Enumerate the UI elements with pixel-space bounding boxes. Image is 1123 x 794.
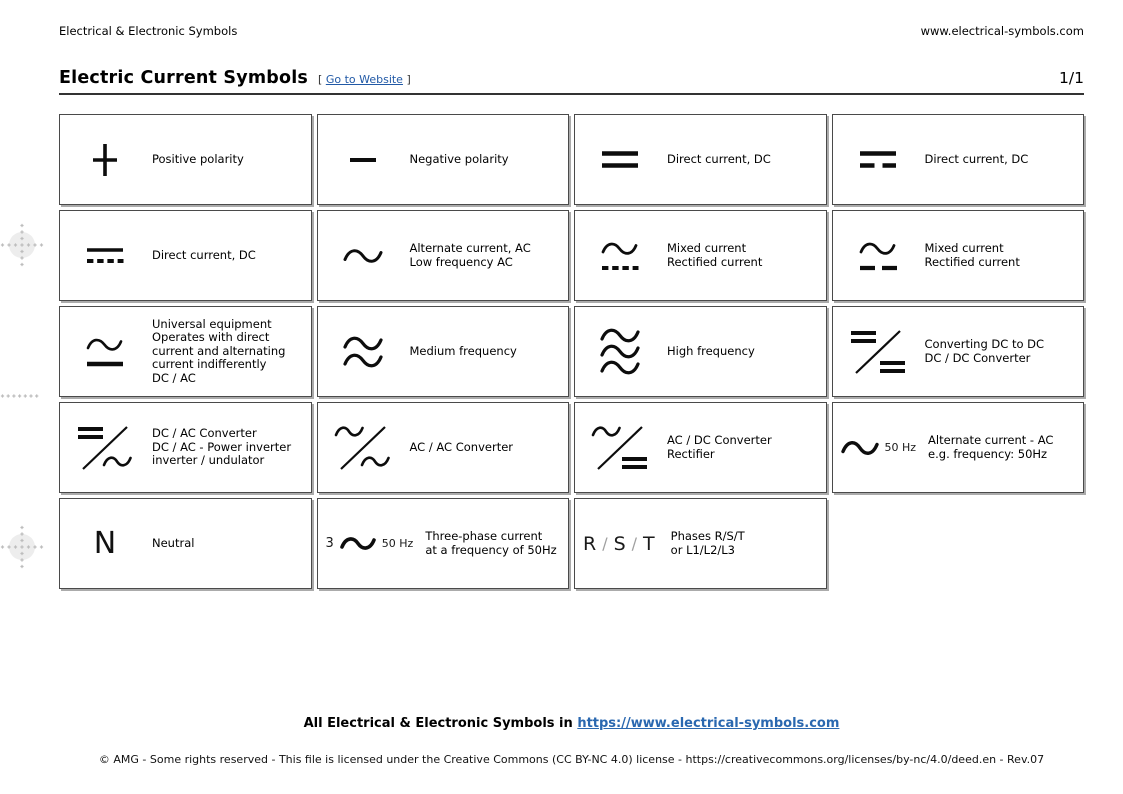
dc-two-lines-icon <box>589 150 651 169</box>
neutral-letter: N <box>93 526 117 561</box>
ac-ac-converter-icon <box>332 423 394 473</box>
sine-over-dash-icon <box>847 240 909 271</box>
symbol-cell: Alternate current, AC Low frequency AC <box>316 210 569 301</box>
header-doc-type: Electrical & Electronic Symbols <box>59 24 238 38</box>
symbol-cell: DC / AC Converter DC / AC - Power invert… <box>59 402 312 493</box>
frequency-text: 50 Hz <box>884 441 917 454</box>
symbol-label: Direct current, DC <box>924 151 1029 166</box>
copyright-line: © AMG - Some rights reserved - This file… <box>98 753 1045 766</box>
symbol-cell: Converting DC to DC DC / DC Converter <box>831 306 1084 397</box>
symbol-label: Neutral <box>152 535 195 550</box>
sine-50hz-icon: 50 Hz <box>840 439 917 457</box>
symbol-cell: Direct current, DC <box>59 210 312 301</box>
symbol-cell: Positive polarity <box>59 114 312 205</box>
page-number: 1/1 <box>1059 69 1084 87</box>
dc-line-dot-icon <box>74 247 136 264</box>
footer-website-link[interactable]: https://www.electrical-symbols.com <box>577 716 840 731</box>
plus-icon <box>74 142 136 178</box>
symbol-cell: 50 Hz Alternate current - AC e.g. freque… <box>831 402 1084 493</box>
ac-dc-converter-icon <box>589 423 651 473</box>
symbol-label: Converting DC to DC DC / DC Converter <box>924 336 1045 365</box>
symbol-cell: Direct current, DC <box>574 114 827 205</box>
go-to-website-wrap: [ Go to Website ] <box>318 73 411 86</box>
symbol-label: AC / AC Converter <box>409 439 514 454</box>
symbol-label: Three-phase current at a frequency of 50… <box>425 528 557 557</box>
symbol-cell: Mixed current Rectified current <box>574 210 827 301</box>
symbol-label: Positive polarity <box>152 151 244 166</box>
symbol-cell: 3 50 Hz Three-phase current at a frequen… <box>316 498 569 589</box>
symbol-label: Direct current, DC <box>152 247 256 262</box>
symbol-cell: AC / AC Converter <box>316 402 569 493</box>
sine-icon <box>332 247 394 265</box>
title-rule <box>59 93 1084 95</box>
bracket-open: [ <box>318 73 323 86</box>
symbol-label: Phases R/S/T or L1/L2/L3 <box>670 528 745 557</box>
symbol-label: Direct current, DC <box>667 151 771 166</box>
symbol-cell: Direct current, DC <box>831 114 1084 205</box>
phase-count: 3 <box>325 536 334 551</box>
symbol-label: DC / AC Converter DC / AC - Power invert… <box>152 426 292 468</box>
symbol-cell: Medium frequency <box>316 306 569 397</box>
symbol-label: Mixed current Rectified current <box>667 240 763 269</box>
dc-dc-converter-icon <box>847 327 909 377</box>
registration-mark <box>0 223 44 267</box>
symbol-cell: AC / DC Converter Rectifier <box>574 402 827 493</box>
title-row: Electric Current Symbols [ Go to Website… <box>59 68 1084 88</box>
symbol-label: Universal equipment Operates with direct… <box>152 316 286 385</box>
phases-rst: R / S / T <box>583 532 655 555</box>
symbol-label: Alternate current, AC Low frequency AC <box>409 240 531 269</box>
registration-mark <box>0 393 40 399</box>
header-website: www.electrical-symbols.com <box>920 24 1084 38</box>
symbol-cell: Mixed current Rectified current <box>831 210 1084 301</box>
triple-sine-icon <box>589 326 651 378</box>
document-header: Electrical & Electronic Symbols www.elec… <box>59 0 1084 38</box>
bracket-close: ] <box>406 73 411 86</box>
symbol-label: AC / DC Converter Rectifier <box>667 432 772 461</box>
page-title: Electric Current Symbols <box>59 68 309 88</box>
symbol-grid: Positive polarity Negative polarity Dire… <box>59 114 1084 589</box>
go-to-website-link[interactable]: Go to Website <box>325 73 403 86</box>
footer-text: All Electrical & Electronic Symbols in <box>303 716 573 731</box>
double-sine-icon <box>332 334 394 370</box>
registration-mark <box>0 525 44 569</box>
sine-over-dots-icon <box>589 240 651 271</box>
symbol-label: Alternate current - AC e.g. frequency: 5… <box>928 432 1054 461</box>
frequency-text: 50 Hz <box>381 537 414 550</box>
dc-line-dash-icon <box>847 150 909 169</box>
symbol-cell: R / S / T Phases R/S/T or L1/L2/L3 <box>574 498 827 589</box>
symbol-label: High frequency <box>667 343 755 358</box>
symbol-cell: Universal equipment Operates with direct… <box>59 306 312 397</box>
sine-over-line-icon <box>74 336 136 367</box>
footer-line: All Electrical & Electronic Symbols in h… <box>59 716 1084 731</box>
symbol-label: Mixed current Rectified current <box>924 240 1020 269</box>
symbol-cell: N Neutral <box>59 498 312 589</box>
symbol-label: Negative polarity <box>409 151 509 166</box>
symbol-cell: High frequency <box>574 306 827 397</box>
three-phase-icon: 3 50 Hz <box>326 535 414 552</box>
symbol-label: Medium frequency <box>409 343 517 358</box>
symbol-cell: Negative polarity <box>316 114 569 205</box>
dc-ac-converter-icon <box>74 423 136 473</box>
minus-icon <box>332 156 394 164</box>
